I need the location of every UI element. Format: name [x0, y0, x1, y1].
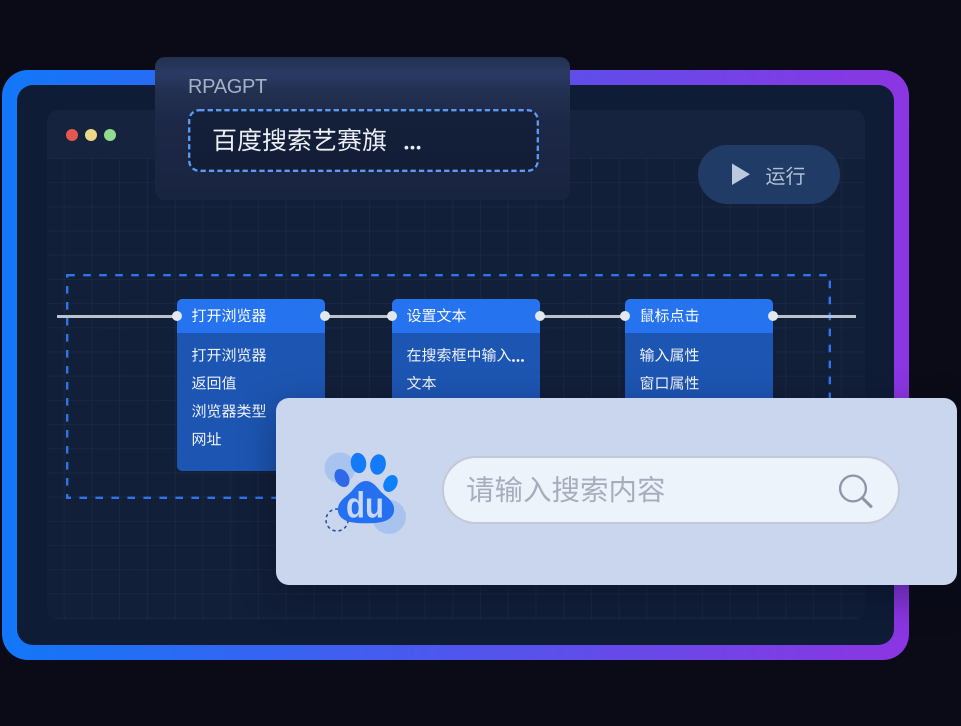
svg-text:du: du	[346, 485, 384, 526]
